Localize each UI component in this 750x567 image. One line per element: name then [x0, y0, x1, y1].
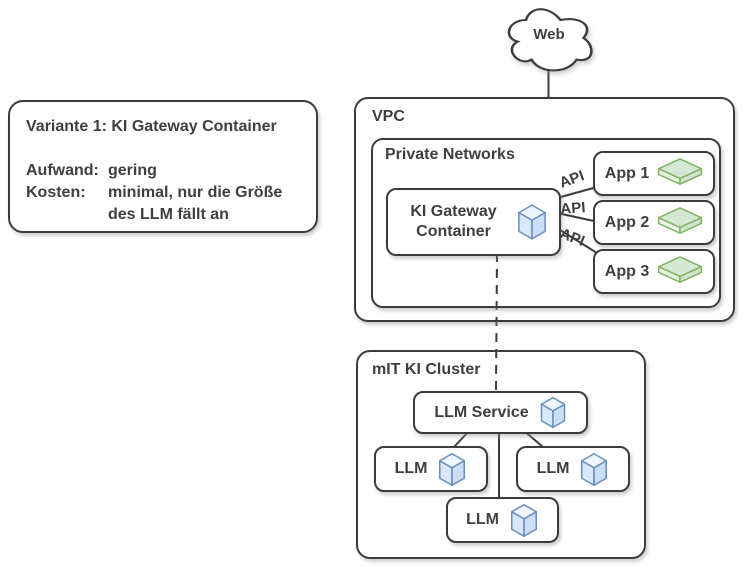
private-networks-label: Private Networks — [385, 146, 515, 163]
app3-label: App 3 — [604, 262, 650, 280]
note-title: Variante 1: KI Gateway Container — [26, 118, 277, 135]
app1-node: App 1 — [593, 151, 715, 196]
note-value-kosten-cont: des LLM fällt an — [108, 206, 229, 223]
app1-label: App 1 — [604, 164, 650, 182]
note-row-kosten: Kosten: minimal, nur die Größe — [26, 182, 306, 204]
note-label-aufwand: Aufwand: — [26, 162, 99, 179]
llm-node-1: LLM — [374, 446, 488, 492]
note-label-kosten: Kosten: — [26, 184, 86, 201]
llm-service-node: LLM Service — [413, 391, 588, 434]
app2-node: App 2 — [593, 200, 715, 245]
web-cloud-icon — [507, 8, 593, 72]
note-row-aufwand: Aufwand: gering — [26, 160, 306, 182]
llm1-label: LLM — [394, 460, 428, 477]
module-icon — [658, 207, 703, 234]
cube-icon — [439, 452, 466, 486]
vpc-container — [354, 97, 735, 322]
note-box: Variante 1: KI Gateway Container Aufwand… — [8, 100, 318, 233]
note-row-kosten-cont: des LLM fällt an — [26, 204, 306, 226]
module-icon — [658, 158, 703, 185]
note-value-aufwand: gering — [108, 162, 157, 179]
llm-node-2: LLM — [516, 446, 630, 492]
note-value-kosten: minimal, nur die Größe — [108, 184, 283, 201]
app2-label: App 2 — [604, 213, 650, 231]
note-label-empty — [26, 204, 108, 226]
ki-gateway-container-node: KI Gateway Container — [386, 188, 561, 256]
llm-service-label: LLM Service — [434, 403, 529, 421]
api-edge-label-2: API — [559, 199, 587, 218]
mit-ki-cluster-container — [356, 350, 646, 559]
llm-node-3: LLM — [446, 497, 559, 543]
cube-icon — [517, 204, 546, 240]
private-networks-container — [371, 138, 721, 308]
cube-icon — [581, 452, 608, 486]
cube-icon — [540, 396, 565, 429]
llm2-label: LLM — [536, 460, 570, 477]
ki-gateway-container-label: KI Gateway Container — [410, 203, 497, 240]
app3-node: App 3 — [593, 249, 715, 294]
cube-icon — [510, 503, 537, 537]
vpc-label: VPC — [372, 108, 405, 125]
module-icon — [658, 256, 703, 283]
web-cloud-label: Web — [533, 26, 565, 43]
mit-ki-cluster-label: mIT KI Cluster — [372, 361, 481, 378]
llm3-label: LLM — [466, 511, 499, 528]
